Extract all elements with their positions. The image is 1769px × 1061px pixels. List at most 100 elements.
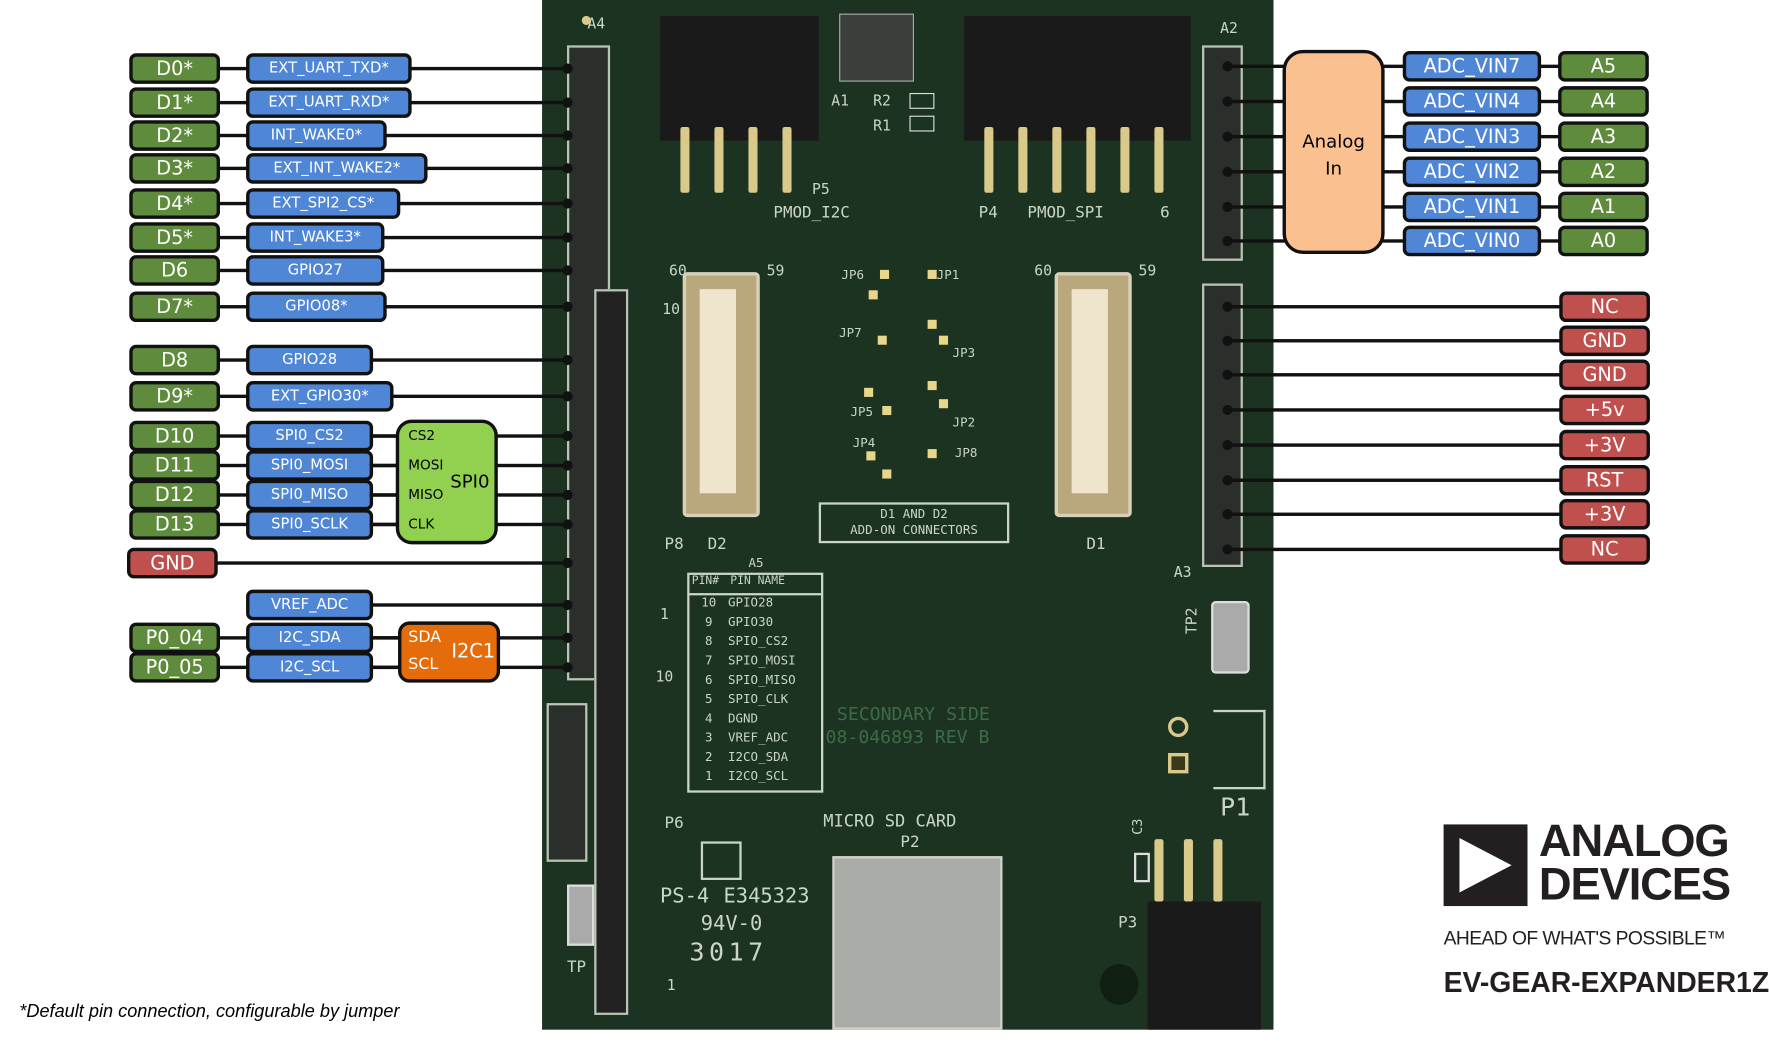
- header-pin-dot: [562, 632, 573, 643]
- pin-wire: [215, 305, 251, 309]
- pin-table-header: PIN# PIN NAME: [689, 575, 822, 596]
- silk-secondary-side: SECONDARY SIDE: [836, 703, 990, 725]
- jumper-jp8: JP8: [954, 445, 978, 461]
- pin-wire: [1381, 239, 1407, 243]
- pmod-spi-housing: [963, 15, 1191, 141]
- logo-tagline: AHEAD OF WHAT'S POSSIBLE™: [1443, 927, 1726, 950]
- connector-d2: [682, 272, 760, 518]
- pin-wire: [215, 268, 251, 273]
- header-pin-dot: [562, 130, 573, 141]
- silk-d2-59: 59: [766, 263, 785, 281]
- left-header-p6: [594, 289, 629, 1015]
- signal-label: INT_WAKE3*: [246, 222, 385, 253]
- pin-wire: [215, 100, 251, 105]
- jumper-pad: [927, 269, 937, 279]
- pin-wire: [1226, 547, 1563, 552]
- pin-name: VREF_ADC: [728, 730, 789, 746]
- silk-d1: D1: [1086, 535, 1106, 554]
- header-pin-dot: [562, 163, 573, 174]
- silk-a5: A5: [748, 555, 764, 571]
- pin-number: 7: [704, 653, 713, 668]
- arduino-pin-label: D2*: [129, 120, 220, 151]
- signal-label: I2C_SCL: [246, 652, 374, 683]
- header-pin-dot: [562, 97, 573, 108]
- adc-signal-label: ADC_VIN0: [1402, 225, 1542, 257]
- i2c-wire: [369, 665, 402, 670]
- pin-wire: [1381, 64, 1407, 69]
- silk-p3: P3: [1118, 914, 1138, 933]
- connector-d1: [1054, 272, 1132, 518]
- header-pin-dot: [562, 662, 573, 673]
- header-pin-dot: [562, 391, 573, 402]
- silk-d2-10: 10: [662, 301, 681, 319]
- pmod-spi-pin: [1018, 127, 1028, 193]
- signal-label: EXT_UART_RXD*: [246, 87, 412, 118]
- jumper-pad: [927, 381, 937, 391]
- header-pin-dot: [562, 519, 573, 530]
- pin-wire: [1537, 205, 1563, 209]
- arduino-pin-label: D12: [129, 479, 220, 511]
- pin-wire: [215, 561, 567, 565]
- pin-wire: [215, 133, 251, 138]
- arduino-pin-label: D1*: [129, 87, 220, 118]
- right-header-a3: [1202, 283, 1243, 567]
- pin-wire: [1226, 339, 1563, 343]
- jumper-jp4: JP4: [852, 435, 876, 451]
- silk-board-rev: 08-046893 REV B: [825, 725, 990, 748]
- silk-e345323: E345323: [723, 884, 810, 909]
- adc-signal-label: ADC_VIN3: [1402, 121, 1542, 152]
- jumper-jp1: JP1: [936, 267, 960, 283]
- analog-pin-label: A4: [1558, 86, 1649, 117]
- signal-label: EXT_UART_TXD*: [246, 53, 412, 84]
- pin-wire: [395, 201, 567, 206]
- pin-wire: [1381, 99, 1407, 104]
- pin-wire: [1226, 205, 1286, 209]
- silk-table-pin10: 10: [655, 669, 674, 687]
- silk-table-pin1: 1: [659, 606, 669, 624]
- adc-signal-label: ADC_VIN2: [1402, 156, 1542, 188]
- p3-pin: [1213, 839, 1223, 902]
- pin-name: I2CO_SDA: [728, 749, 789, 765]
- pin-number: 6: [704, 672, 713, 688]
- header-pin-dot: [562, 301, 573, 312]
- resistor-r2: [909, 92, 935, 109]
- pin-wire: [1226, 443, 1563, 447]
- arduino-pin-label: D3*: [129, 153, 220, 184]
- jumper-jp3: JP3: [952, 345, 976, 361]
- pin-wire: [1226, 512, 1563, 516]
- silk-p2: P2: [900, 833, 920, 852]
- silk-p5: P5: [811, 181, 830, 199]
- power-pin-label: RST: [1559, 464, 1650, 496]
- jumper-jp6: JP6: [841, 267, 864, 283]
- jumper-pad: [882, 469, 892, 479]
- silk-tp2: TP2: [1184, 607, 1202, 635]
- header-pin-dot: [562, 557, 573, 569]
- via-pad: [1168, 716, 1189, 738]
- spi-wire: [369, 434, 400, 438]
- pin-wire: [1226, 170, 1286, 174]
- silk-a1: A1: [831, 92, 849, 110]
- pin-name: GPIO28: [728, 595, 774, 611]
- arduino-pin-label: D9*: [129, 381, 220, 412]
- test-point-tp2: [1211, 601, 1250, 674]
- power-pin-label: NC: [1559, 534, 1650, 565]
- pin-wire: [215, 66, 251, 71]
- silk-p1: P1: [1220, 793, 1251, 823]
- silk-pmod-spi: PMOD_SPI: [1027, 204, 1104, 223]
- silk-p8: P8: [664, 535, 684, 554]
- pin-wire: [379, 235, 567, 240]
- pin-wire: [1537, 239, 1563, 243]
- pin-number: 3: [704, 730, 713, 746]
- i2c-pin-sda: SDA: [408, 628, 442, 647]
- addon-connectors-box: D1 AND D2 ADD-ON CONNECTORS: [818, 502, 1010, 544]
- signal-label: INT_WAKE0*: [246, 120, 387, 151]
- product-name: EV-GEAR-EXPANDER1Z: [1443, 967, 1769, 1000]
- spi-wire: [369, 493, 400, 497]
- pin-wire: [382, 133, 567, 138]
- silk-p4: P4: [978, 204, 998, 223]
- silk-d2: D2: [707, 535, 727, 554]
